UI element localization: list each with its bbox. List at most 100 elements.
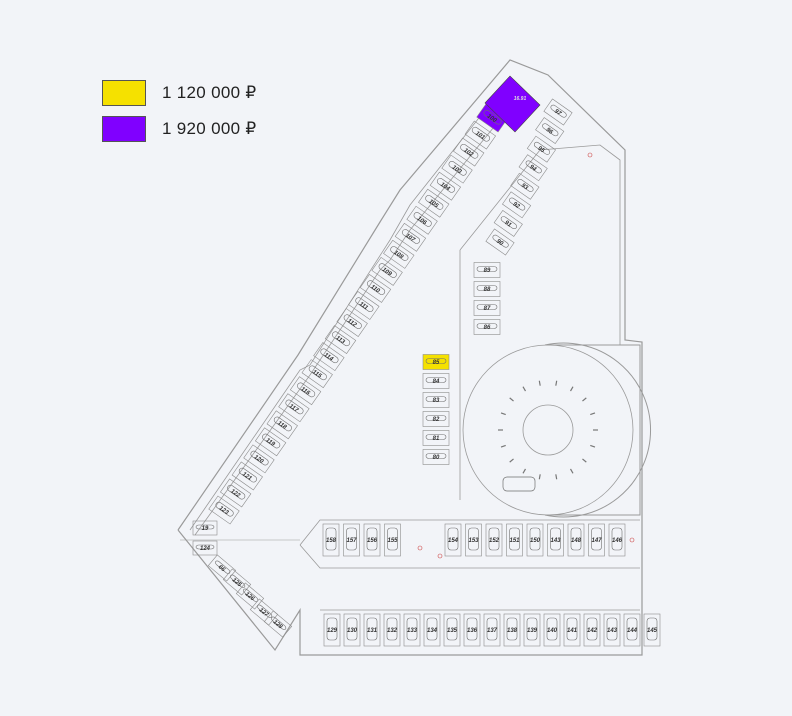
parking-spot-129: 129 xyxy=(323,613,341,647)
inner-wall-upper-row xyxy=(299,519,640,546)
parking-spot-103: 103 xyxy=(441,154,473,184)
spot-label: 152 xyxy=(489,538,500,544)
parking-spot-109: 109 xyxy=(371,256,403,286)
stall-outline xyxy=(567,523,585,557)
car-shape xyxy=(378,263,397,278)
parking-spot-95: 95 xyxy=(526,135,556,163)
spot-label: 151 xyxy=(509,538,520,544)
parking-spot-91: 91 xyxy=(493,209,523,237)
stall-outline xyxy=(384,523,401,557)
spot-label: 103 xyxy=(451,165,463,176)
ramp-arrow xyxy=(569,386,574,392)
car-shape xyxy=(250,450,269,466)
stall-outline xyxy=(506,523,523,557)
fire-hydrant-icon xyxy=(417,545,423,551)
parking-spot-101: 101 xyxy=(464,120,497,150)
car-shape xyxy=(506,617,518,641)
car-shape xyxy=(436,178,455,193)
parking-spot-136: 136 xyxy=(463,613,481,647)
parking-spot-124: 124 xyxy=(192,540,218,556)
car-shape xyxy=(606,617,618,641)
spot-label: 123 xyxy=(218,505,230,516)
spot-label: 96 xyxy=(545,127,554,136)
spot-label: 107 xyxy=(404,233,416,244)
car-shape xyxy=(488,527,500,551)
spot-label: 118 xyxy=(276,420,288,431)
inner-wall-right xyxy=(459,144,621,345)
stall-outline xyxy=(583,613,601,647)
spot-label: 112 xyxy=(346,318,358,329)
spot-label: 135 xyxy=(447,628,458,634)
parking-spot-125: 125 xyxy=(222,568,252,596)
parking-spot-138: 138 xyxy=(503,613,521,647)
car-shape xyxy=(215,501,234,517)
fire-hydrant-icon xyxy=(629,537,635,543)
spot-label: 130 xyxy=(347,628,358,634)
parking-spot-66: 66 xyxy=(207,554,237,582)
spot-label: 129 xyxy=(327,628,338,634)
legend-label-purple: 1 920 000 ₽ xyxy=(162,119,257,138)
parking-spot-92: 92 xyxy=(502,191,532,219)
parking-spot-152: 152 xyxy=(485,523,503,557)
parking-spot-151: 151 xyxy=(506,523,523,557)
parking-spot-88: 88 xyxy=(473,281,501,297)
spot-label: 158 xyxy=(326,538,337,544)
stall-outline xyxy=(526,523,544,557)
spot-label: 83 xyxy=(433,398,440,404)
car-shape xyxy=(366,527,378,551)
parking-spot-145: 145 xyxy=(643,613,661,647)
stall-outline xyxy=(503,613,521,647)
parking-spot-157: 157 xyxy=(343,523,360,557)
ramp-arrow xyxy=(538,474,541,480)
outer-wall xyxy=(177,59,643,656)
parking-spot-143: 143 xyxy=(603,613,621,647)
stall-outline xyxy=(289,376,322,406)
spot-label: 153 xyxy=(468,538,479,544)
stall-outline xyxy=(263,610,293,638)
parking-spot-87: 87 xyxy=(473,300,501,316)
stall-outline xyxy=(608,523,626,557)
car-shape xyxy=(238,467,257,483)
stall-outline xyxy=(465,523,482,557)
stall-outline xyxy=(441,154,473,184)
parking-spot-140: 140 xyxy=(543,613,561,647)
car-shape xyxy=(195,544,215,550)
ramp-and-details: 16.91 xyxy=(417,75,652,559)
ramp-arrow xyxy=(522,386,527,392)
car-shape xyxy=(425,434,447,440)
parking-spot-104: 104 xyxy=(429,171,462,201)
parking-spot-108: 108 xyxy=(383,239,415,269)
parking-spot-81: 81 xyxy=(422,430,450,446)
car-shape xyxy=(533,141,551,155)
stall-outline xyxy=(359,274,392,303)
car-shape xyxy=(406,617,418,641)
parking-spot-86: 86 xyxy=(473,319,501,335)
car-shape xyxy=(227,484,246,500)
ramp-arrow xyxy=(555,474,558,480)
ramp-outer-circle xyxy=(462,344,634,516)
ramp-arrow xyxy=(590,444,596,448)
stall-outline xyxy=(249,598,279,626)
parking-spot-19: 19 xyxy=(192,520,218,536)
stall-outline xyxy=(443,613,461,647)
car-shape xyxy=(366,617,378,641)
spot-label: 156 xyxy=(367,538,378,544)
car-shape xyxy=(646,617,658,641)
parking-spot-158: 158 xyxy=(322,523,340,557)
spot-label: 106 xyxy=(416,216,428,227)
stall-outline xyxy=(453,137,485,167)
parking-spot-155: 155 xyxy=(384,523,401,557)
car-shape xyxy=(529,527,541,551)
car-shape xyxy=(546,617,558,641)
stall-outline xyxy=(526,135,556,163)
stall-outline xyxy=(313,342,345,372)
highlight-purple-spot xyxy=(484,75,541,133)
spot-label: 145 xyxy=(647,628,658,634)
spot-label: 142 xyxy=(587,628,598,634)
car-shape xyxy=(343,314,362,330)
spot-label: 81 xyxy=(433,436,440,442)
legend-label-yellow: 1 120 000 ₽ xyxy=(162,83,257,102)
car-shape xyxy=(297,382,316,398)
parking-spot-121: 121 xyxy=(231,461,263,491)
ramp-arrow xyxy=(582,458,587,463)
